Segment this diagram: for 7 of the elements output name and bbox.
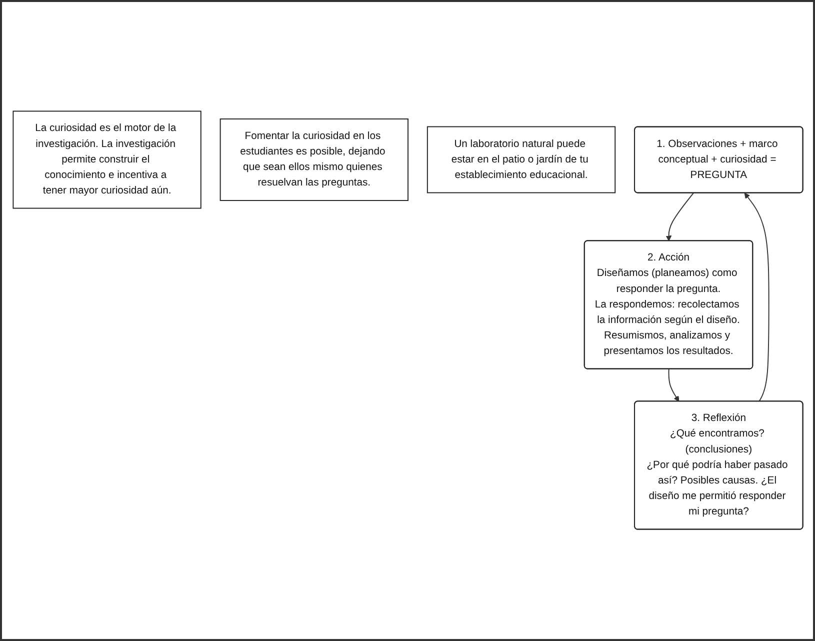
node-box — [426, 126, 616, 194]
arrow — [744, 193, 769, 402]
node-box — [12, 110, 201, 210]
arrow — [668, 368, 679, 402]
cycle-diagram: La curiosidad es el motor de la investigación. La investigación permite construir el conocimiento e incentiva a tener mayor curiosidad aún. Fomentar la curiosidad en los estudiantes es posible, dejando que sean ellos mismo quienes resuelvan las preguntas. Un laboratorio natural puede estar en el patio o jardín de tu establecimiento educacional. 1. Observaciones + marco conceptual + curiosidad = PREGUNTA 2. Acción Diseñamos (planeamos) como responder la pregunta. La respondemos: recolectamos la información según el diseño. Resumismos, analizamos y presentamos los resultados. 3. Reflexión ¿Qué encontramos? (conclusiones) ¿Por qué podría haber pasado así? Posibles causas. ¿El diseño me permitió responder mi pregunta? — [8, 106, 808, 535]
arrow — [665, 192, 694, 242]
node-box — [219, 118, 408, 202]
